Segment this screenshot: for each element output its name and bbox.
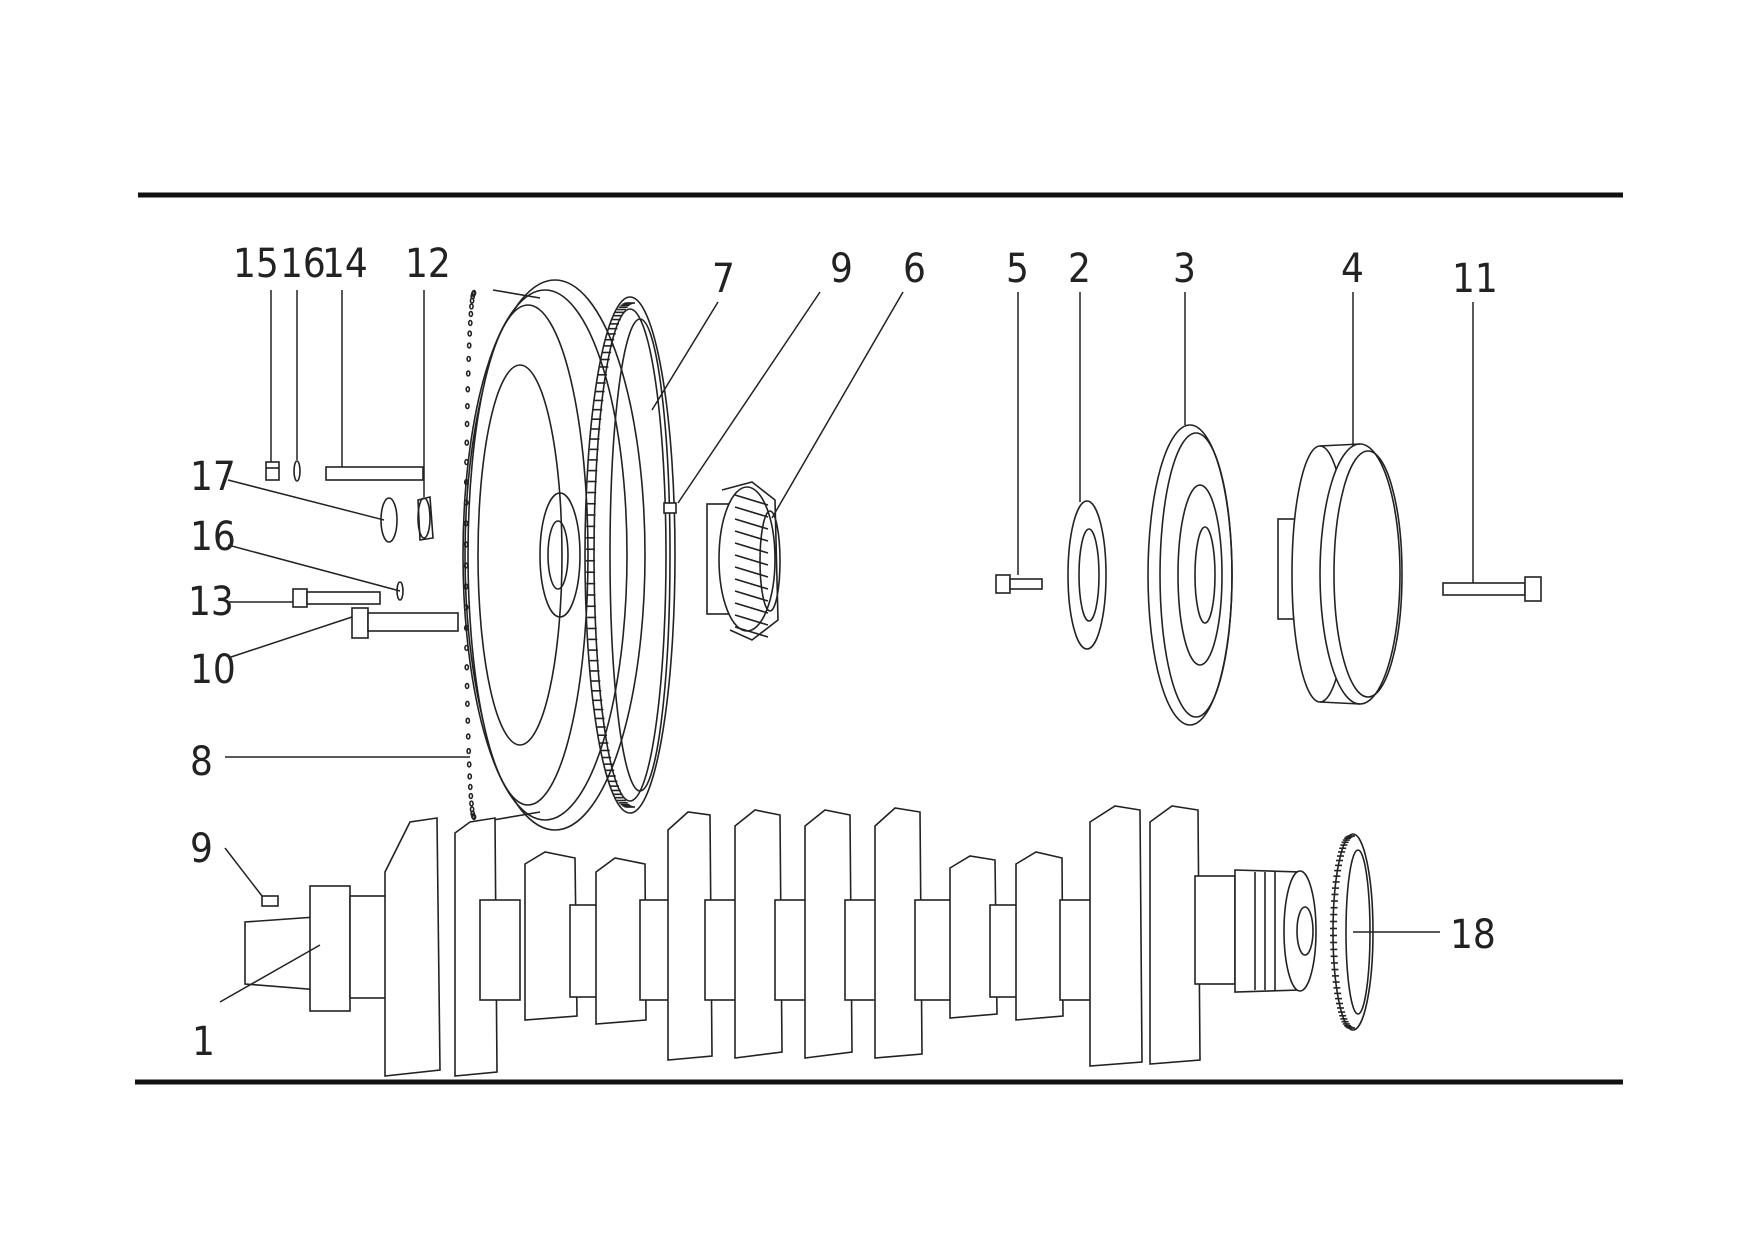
callout-label-11: 11 <box>1452 256 1498 302</box>
callout-label-12: 12 <box>405 241 451 287</box>
callout-label-18: 18 <box>1450 912 1496 958</box>
crank-gear-part <box>706 481 781 641</box>
callout-label-6: 6 <box>903 246 926 292</box>
callout-label-4: 4 <box>1341 246 1364 292</box>
ring-gear-part <box>584 296 676 814</box>
washer-16-mid <box>396 581 404 601</box>
damper-3 <box>1147 424 1233 726</box>
callout-label-9-bottom: 9 <box>190 826 213 872</box>
callout-label-8: 8 <box>190 739 213 785</box>
pulley-4 <box>1277 443 1403 705</box>
callout-label-3: 3 <box>1173 246 1196 292</box>
callout-label-16-top: 16 <box>280 241 326 287</box>
bush-12 <box>417 495 434 541</box>
callout-labels: 15 16 14 12 7 9 6 5 2 3 4 11 17 16 13 10… <box>188 241 1498 1065</box>
callout-label-13: 13 <box>188 579 234 625</box>
bolt-11 <box>1442 576 1542 602</box>
callout-label-14: 14 <box>322 241 368 287</box>
washer-16-top <box>293 460 301 482</box>
bolt-10 <box>351 607 459 639</box>
callout-label-10: 10 <box>190 647 236 693</box>
crankshaft-part <box>244 805 1317 1077</box>
callout-label-5: 5 <box>1006 246 1029 292</box>
callout-label-16-mid: 16 <box>190 514 236 560</box>
bolt-13 <box>292 588 381 608</box>
callout-label-2: 2 <box>1068 246 1091 292</box>
bolt-5 <box>995 574 1043 594</box>
callout-label-1: 1 <box>192 1019 215 1065</box>
callout-label-7: 7 <box>712 256 735 302</box>
callout-label-17: 17 <box>190 454 236 500</box>
stud-14 <box>325 466 424 481</box>
flywheel-part <box>462 279 646 831</box>
callout-label-15: 15 <box>233 241 279 287</box>
callout-label-9-top: 9 <box>830 246 853 292</box>
leader-lines <box>219 290 1474 1003</box>
nut-15 <box>265 461 280 481</box>
plate-2 <box>1067 500 1107 650</box>
dowel-pin-upper <box>663 502 677 514</box>
dowel-pin-lower <box>261 895 279 907</box>
